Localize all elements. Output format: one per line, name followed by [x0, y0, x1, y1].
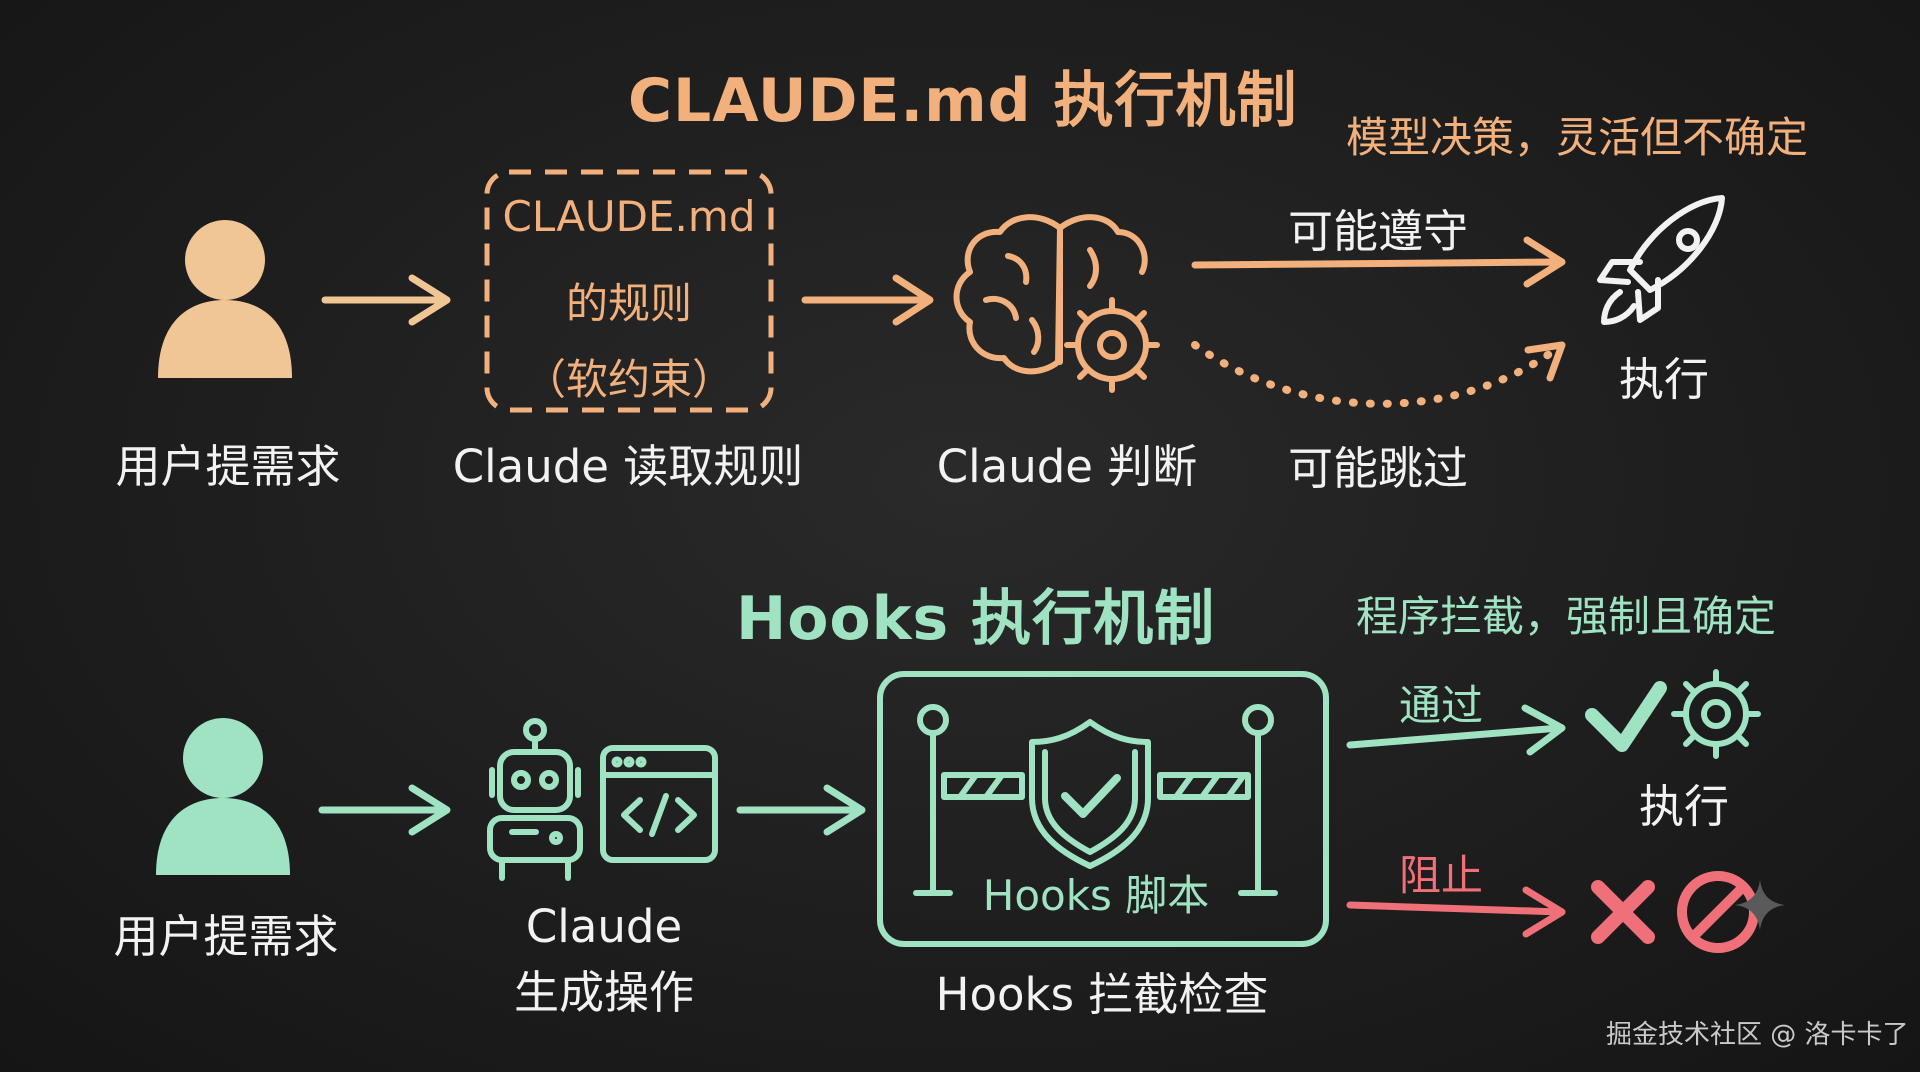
robot-icon: [487, 718, 583, 881]
top-execute-label: 执行: [1618, 353, 1710, 406]
arrow-may-skip: [1191, 341, 1566, 408]
bottom-user-label: 用户提需求: [113, 910, 339, 963]
rocket-icon: [1597, 195, 1725, 325]
top-user-label: 用户提需求: [115, 440, 341, 493]
arrow-user-to-rules: [321, 274, 451, 326]
rules-box-line-1: CLAUDE.md: [502, 192, 756, 241]
bottom-note: 程序拦截，强制且确定: [1356, 592, 1777, 641]
code-window-icon: [600, 745, 718, 863]
top-note: 模型决策，灵活但不确定: [1346, 113, 1809, 162]
bottom-title: Hooks 执行机制: [736, 584, 1216, 654]
dashed-rules-box: [484, 169, 774, 413]
user-icon: [158, 220, 292, 378]
checkmark-icon: [1585, 681, 1667, 752]
pass-label: 通过: [1398, 681, 1484, 730]
bottom-execute-label: 执行: [1638, 780, 1730, 833]
claude-label-line-1: Claude: [525, 900, 683, 953]
top-title: CLAUDE.md 执行机制: [628, 66, 1298, 136]
judge-label: Claude 判断: [936, 440, 1198, 493]
user-icon-bottom: [156, 718, 290, 875]
maybe-skip-label: 可能跳过: [1287, 442, 1469, 495]
block-label: 阻止: [1398, 851, 1484, 900]
read-rules-label: Claude 读取规则: [452, 440, 804, 493]
hooks-script-label: Hooks 脚本: [982, 871, 1210, 920]
forbidden-icon: [1677, 871, 1759, 953]
gear-icon: [1671, 669, 1761, 759]
hooks-box: [877, 671, 1329, 947]
claude-label-line-2: 生成操作: [513, 966, 695, 1019]
hooks-check-label: Hooks 拦截检查: [935, 968, 1269, 1021]
arrow-may-follow: [1191, 236, 1566, 288]
brain-gear-icon: [953, 214, 1160, 393]
cross-icon: [1591, 880, 1655, 944]
barrier-shield-icon: [913, 704, 1278, 896]
watermark: 掘金技术社区 @ 洛卡卡了: [1606, 1020, 1909, 1050]
arrow-user-to-claude: [318, 784, 451, 836]
arrow-block: [1346, 886, 1566, 938]
arrow-claude-to-hooks: [736, 784, 866, 836]
rules-box-line-2: 的规则: [565, 279, 693, 328]
arrow-rules-to-brain: [801, 274, 934, 326]
arrow-pass: [1346, 704, 1566, 756]
maybe-follow-label: 可能遵守: [1287, 205, 1469, 258]
rules-box-line-3: （软约束）: [523, 355, 735, 404]
sparkle-icon: [1735, 880, 1785, 930]
